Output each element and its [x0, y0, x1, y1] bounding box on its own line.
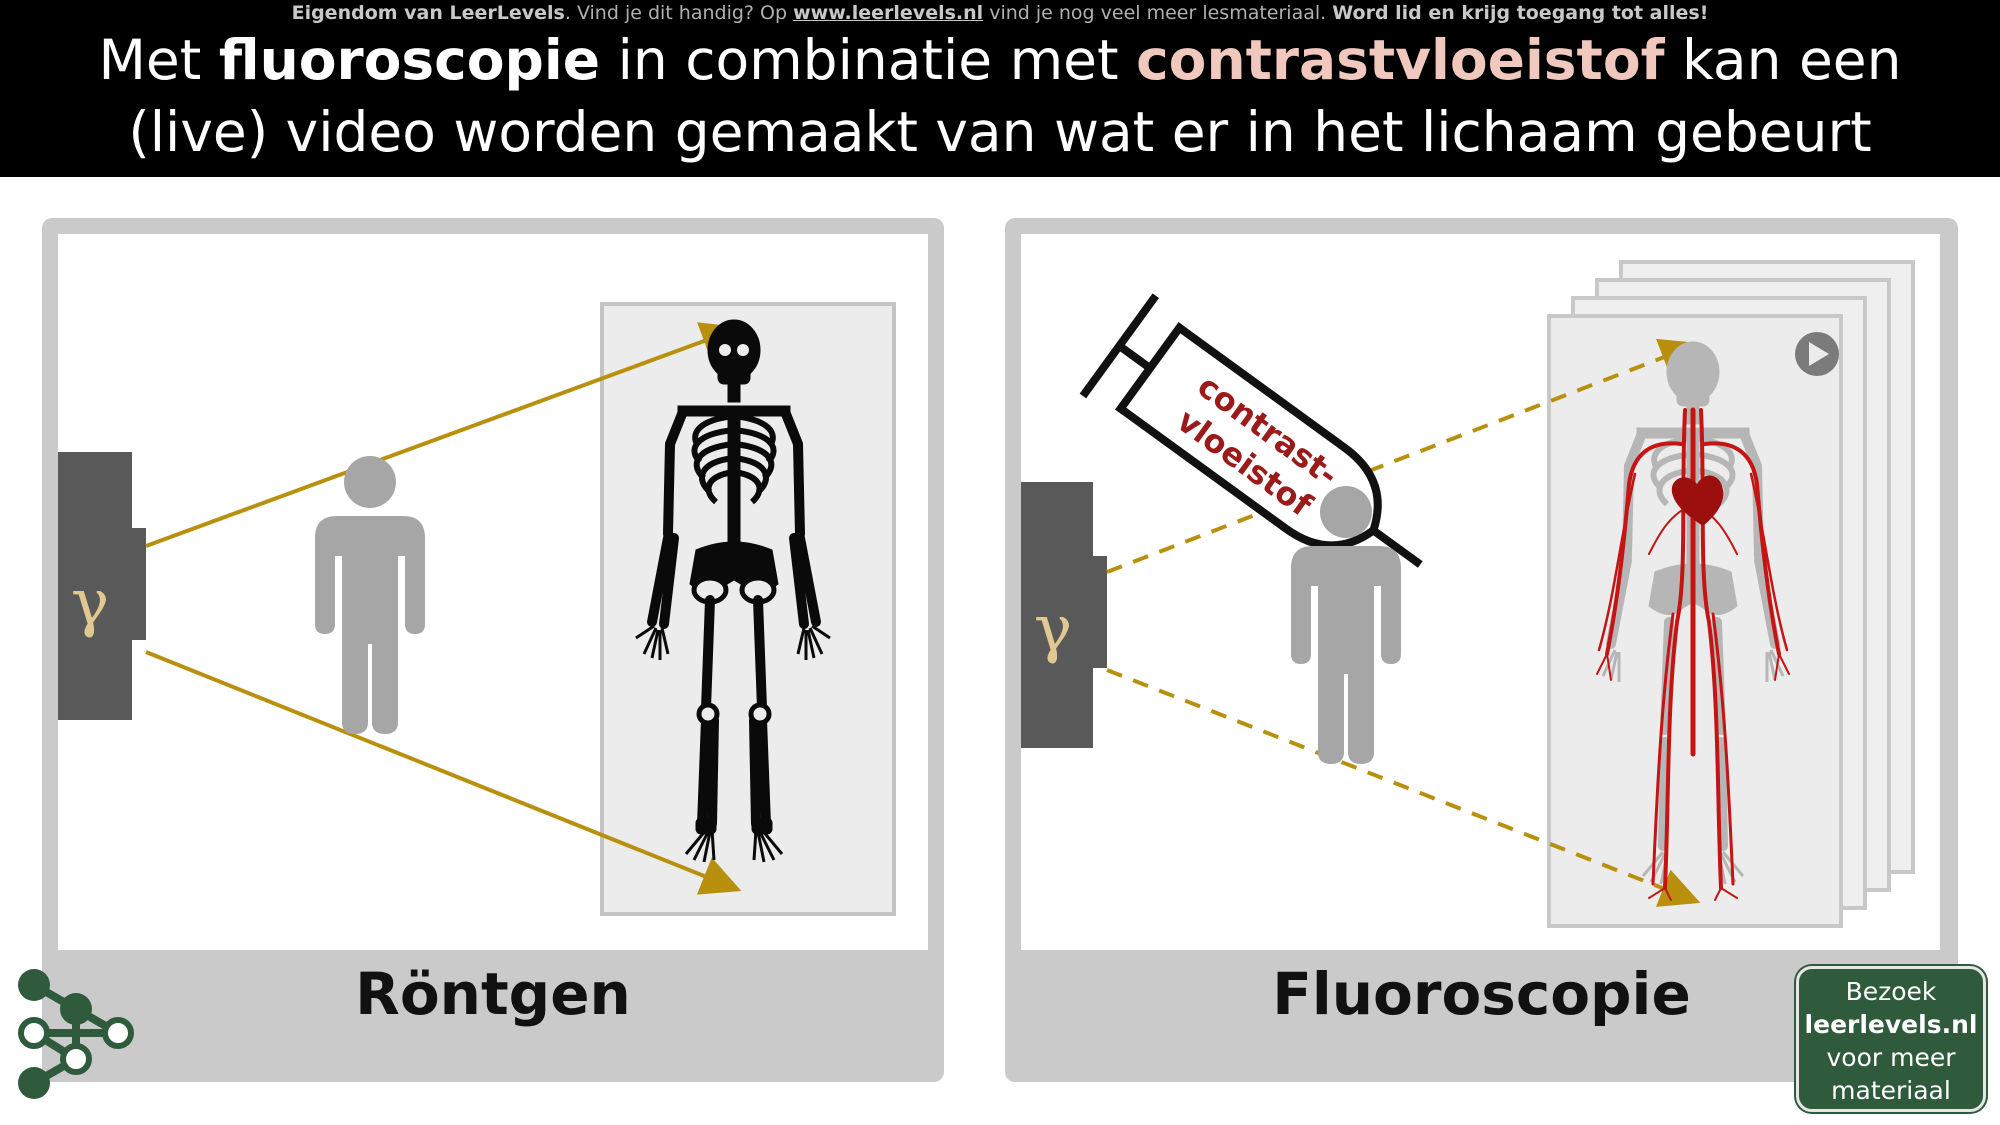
title-part2: in combinatie met [600, 28, 1137, 92]
person-icon [1291, 486, 1401, 764]
credit-after: vind je nog veel meer lesmateriaal. [983, 2, 1333, 24]
blood-vessels [1596, 407, 1790, 901]
person-icon [315, 456, 425, 734]
fluoroscopie-panel: γ [1005, 218, 1958, 1082]
heart-icon [1671, 475, 1724, 526]
xray-beam-bottom [145, 650, 742, 895]
title-bold-contrast: contrastvloeistof [1136, 28, 1665, 92]
gamma-source-icon: γ [1021, 482, 1107, 748]
rontgen-scene: γ [58, 234, 928, 950]
fluoro-beam-top [1106, 338, 1701, 574]
visit-leerlevels-button[interactable]: Bezoek leerlevels.nl voor meer materiaal [1796, 966, 1986, 1112]
page-title: Met fluoroscopie in combinatie met contr… [0, 24, 2000, 168]
fluoroscopie-scene: γ [1021, 234, 1940, 950]
rontgen-diagram: γ [58, 302, 896, 916]
fluoroscopie-diagram: γ [1021, 260, 1915, 928]
credit-mid: . Vind je dit handig? Op [564, 2, 794, 24]
credit-url-link[interactable]: www.leerlevels.nl [793, 2, 984, 24]
skeleton-icon [635, 319, 831, 863]
xray-beam-top [145, 322, 742, 548]
fluoroscopie-label: Fluoroscopie [1272, 960, 1691, 1028]
play-icon[interactable] [1795, 332, 1839, 376]
leerlevels-logo-icon[interactable] [14, 965, 144, 1105]
title-part3: kan een [1664, 28, 1902, 92]
ownership-credit: Eigendom van LeerLevels. Vind je dit han… [0, 2, 2000, 24]
gamma-symbol: γ [1034, 592, 1072, 666]
rontgen-label: Röntgen [355, 960, 631, 1028]
rontgen-panel: γ [42, 218, 944, 1082]
gamma-source-icon: γ [58, 452, 146, 720]
detector-plate [600, 302, 896, 916]
header-banner: Eigendom van LeerLevels. Vind je dit han… [0, 0, 2000, 177]
cta-line1: Bezoek [1845, 977, 1937, 1006]
cta-line2: leerlevels.nl [1804, 1010, 1978, 1039]
credit-cta: Word lid en krijg toegang tot alles! [1332, 2, 1709, 24]
cta-line3: voor meer [1826, 1043, 1956, 1072]
gamma-symbol: γ [71, 566, 109, 640]
title-line2: (live) video worden gemaakt van wat er i… [128, 100, 1872, 164]
fluoro-beam-bottom [1106, 668, 1701, 907]
credit-owner: Eigendom van LeerLevels [291, 2, 565, 24]
title-bold-fluoroscopie: fluoroscopie [218, 28, 601, 92]
cta-line4: materiaal [1831, 1076, 1951, 1105]
title-part1: Met [98, 28, 219, 92]
